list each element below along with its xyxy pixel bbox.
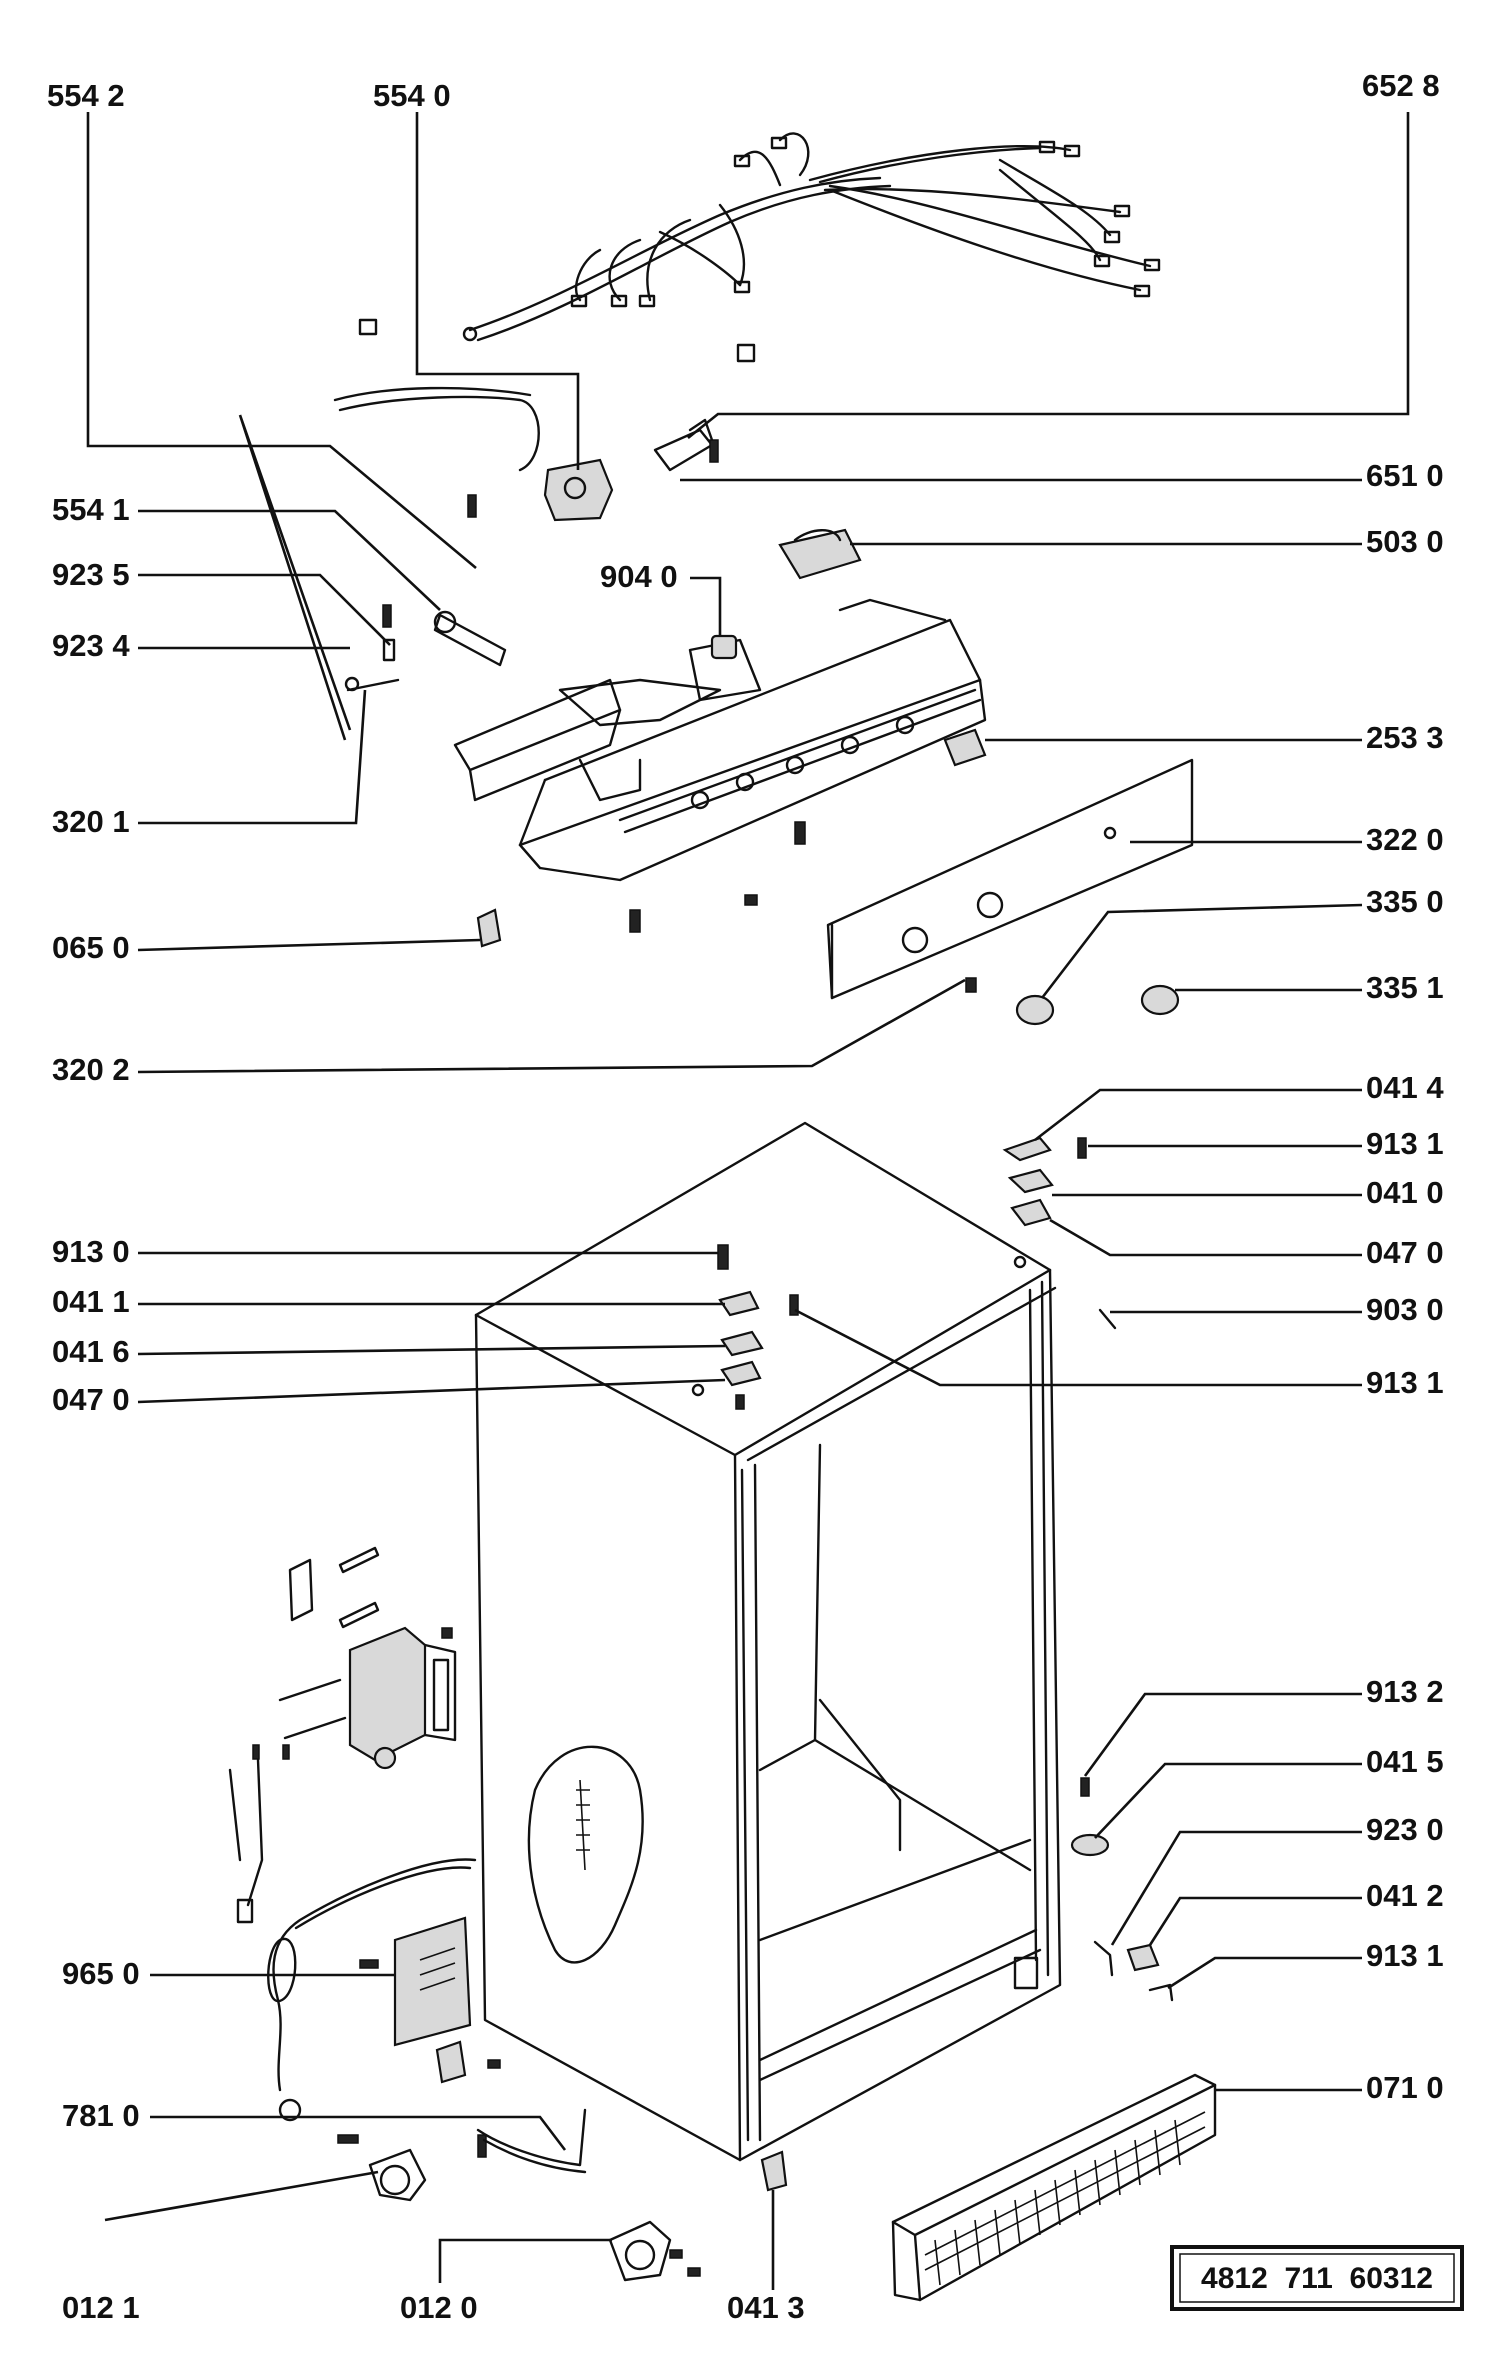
wiring-harness (358, 132, 1161, 363)
label-5542: 554 2 (47, 78, 125, 113)
adjustable-foot-right (608, 2220, 701, 2282)
label-0470-right: 047 0 (1366, 1235, 1444, 1270)
label-0470-left: 047 0 (52, 1382, 130, 1417)
label-9131-a: 913 1 (1366, 1126, 1444, 1161)
leader-lines (86, 112, 1410, 2290)
top-right-hinge-parts (1002, 1136, 1117, 1330)
control-knobs (1015, 984, 1180, 1026)
label-0416: 041 6 (52, 1334, 130, 1369)
label-0121: 012 1 (62, 2290, 140, 2325)
label-6528: 652 8 (1362, 68, 1440, 103)
thermostat-part (543, 458, 614, 522)
screws-upper (382, 439, 977, 993)
label-9030: 903 0 (1366, 1292, 1444, 1327)
reference-number: 4812 711 60312 (1201, 2262, 1433, 2295)
fan-motor-parts (228, 1546, 457, 1924)
label-3220: 322 0 (1366, 822, 1444, 857)
control-housing (518, 598, 987, 882)
label-0650: 065 0 (52, 930, 130, 965)
label-5030: 503 0 (1366, 524, 1444, 559)
kick-plate-grille (891, 2073, 1217, 2302)
part-labels: 554 2 554 0 652 8 651 0 503 0 554 1 923 … (47, 68, 1444, 2325)
label-3201: 320 1 (52, 804, 130, 839)
label-2533: 253 3 (1366, 720, 1444, 755)
label-7810: 781 0 (62, 2098, 140, 2133)
label-0412: 041 2 (1366, 1878, 1444, 1913)
label-6510: 651 0 (1366, 458, 1444, 493)
label-0413: 041 3 (727, 2290, 805, 2325)
label-3202: 320 2 (52, 1052, 130, 1087)
label-9131-c: 913 1 (1366, 1938, 1444, 1973)
top-left-hinge-parts (717, 1244, 799, 1410)
label-9132: 913 2 (1366, 1674, 1444, 1709)
adjustable-foot-left (337, 2134, 427, 2202)
label-9235: 923 5 (52, 557, 130, 592)
label-0410: 041 0 (1366, 1175, 1444, 1210)
label-9234: 923 4 (52, 628, 130, 663)
reference-number-box: 4812 711 60312 (1170, 2245, 1464, 2311)
label-0411: 041 1 (52, 1284, 130, 1319)
label-9040: 904 0 (600, 559, 678, 594)
label-5540: 554 0 (373, 78, 451, 113)
label-9650: 965 0 (62, 1956, 140, 1991)
label-5541: 554 1 (52, 492, 130, 527)
front-panel (826, 758, 1194, 1000)
power-cord (267, 1858, 477, 2122)
label-0710: 071 0 (1366, 2070, 1444, 2105)
label-9230: 923 0 (1366, 1812, 1444, 1847)
label-3350: 335 0 (1366, 884, 1444, 919)
label-3351: 335 1 (1366, 970, 1444, 1005)
label-0414: 041 4 (1366, 1070, 1444, 1105)
lower-right-hinge-parts (1013, 1777, 1174, 2002)
label-0415: 041 5 (1366, 1744, 1444, 1779)
timer-part (778, 528, 862, 580)
label-9131-b: 913 1 (1366, 1365, 1444, 1400)
label-0120: 012 0 (400, 2290, 478, 2325)
refrigerator-cabinet (474, 1121, 1062, 2162)
label-9130: 913 0 (52, 1234, 130, 1269)
